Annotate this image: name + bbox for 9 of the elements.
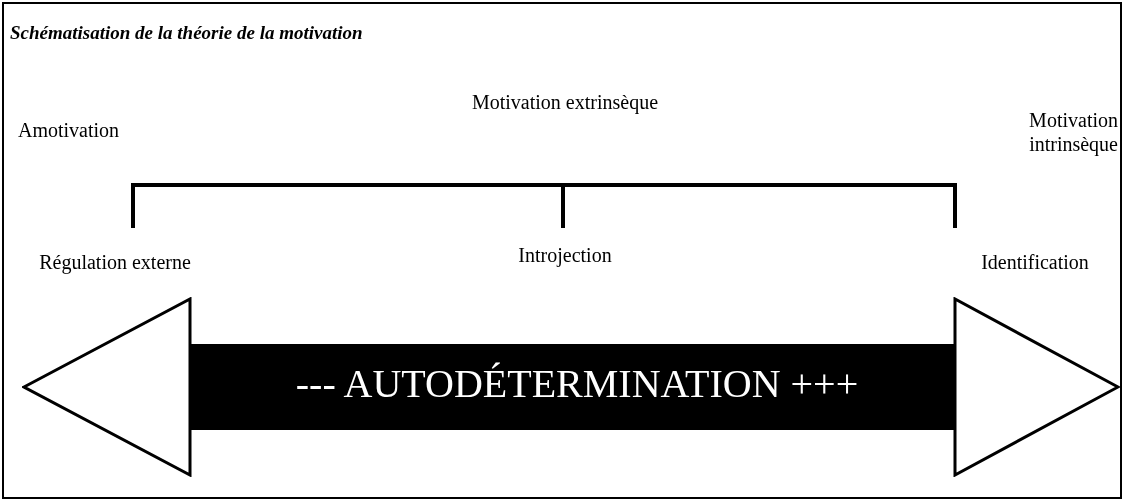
scale-label: Régulation externe [38,250,192,274]
double-arrow [22,297,1120,477]
scale-label: Motivation intrinsèque [1028,108,1118,156]
arrow-text: --- AUTODÉTERMINATION +++ [294,360,860,408]
scale-label: Motivation extrinsèque [470,90,660,114]
scale-label: Amotivation [18,118,121,142]
scale-label: Identification [980,250,1090,274]
diagram-title: Schématisation de la théorie de la motivation [10,22,363,44]
scale-label: Introjection [517,243,613,267]
